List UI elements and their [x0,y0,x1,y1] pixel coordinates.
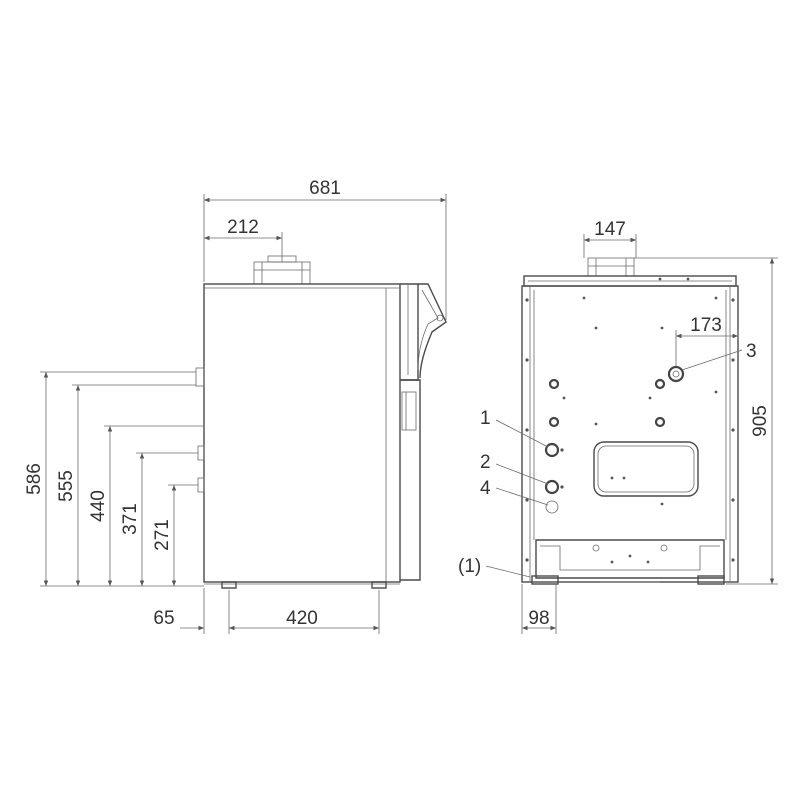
callout-4: 4 [480,478,491,499]
label-681: 681 [309,178,341,199]
side-view: 681 212 586 555 440 371 [24,178,447,634]
callouts: 1 2 4 3 (1) [458,341,757,578]
label-420: 420 [286,608,318,629]
rear-inspection-opening [593,441,699,497]
dim-440: 440 [88,425,204,586]
dim-681: 681 [203,178,447,320]
label-147: 147 [594,219,626,240]
dim-905: 905 [634,257,778,585]
callout-3: 3 [746,341,757,362]
label-98: 98 [528,608,549,629]
rear-view: 1 2 4 3 (1) 147 173 9 [458,219,778,634]
side-foot-front [371,581,387,589]
rear-foot-right [697,575,725,585]
label-173: 173 [690,315,722,336]
label-555: 555 [56,470,77,502]
label-586: 586 [24,463,45,495]
label-440: 440 [88,490,109,522]
side-boiler-body [203,283,401,583]
connection-3 [667,365,685,383]
dim-147: 147 [583,219,637,258]
side-foot-rear [221,581,237,589]
callout-2: 2 [480,452,491,473]
rear-bottom-plate [535,539,725,579]
connection-4 [545,500,559,514]
callout-1-paren: (1) [458,556,481,577]
label-65: 65 [153,608,174,629]
dim-271: 271 [152,484,198,586]
rear-foot-left [531,575,559,585]
label-371: 371 [120,503,141,535]
dim-555: 555 [56,384,196,586]
dim-65-420: 65 420 [153,588,380,634]
dim-371: 371 [120,452,198,586]
label-271: 271 [152,519,173,551]
rear-mounting-holes [525,296,735,562]
rear-pipe-connections [544,365,685,514]
label-905: 905 [750,405,771,437]
side-rear-connections [195,367,205,493]
rear-flue-collar [587,257,635,277]
dim-212: 212 [204,217,283,262]
connection-2 [544,479,560,495]
dim-173: 173 [675,315,739,366]
connection-1 [544,442,560,458]
side-hopper-lid [418,283,447,379]
label-212: 212 [227,217,259,238]
dim-98: 98 [521,584,557,634]
callout-1: 1 [480,408,491,429]
dim-586: 586 [24,371,196,586]
side-front-door [400,283,421,581]
